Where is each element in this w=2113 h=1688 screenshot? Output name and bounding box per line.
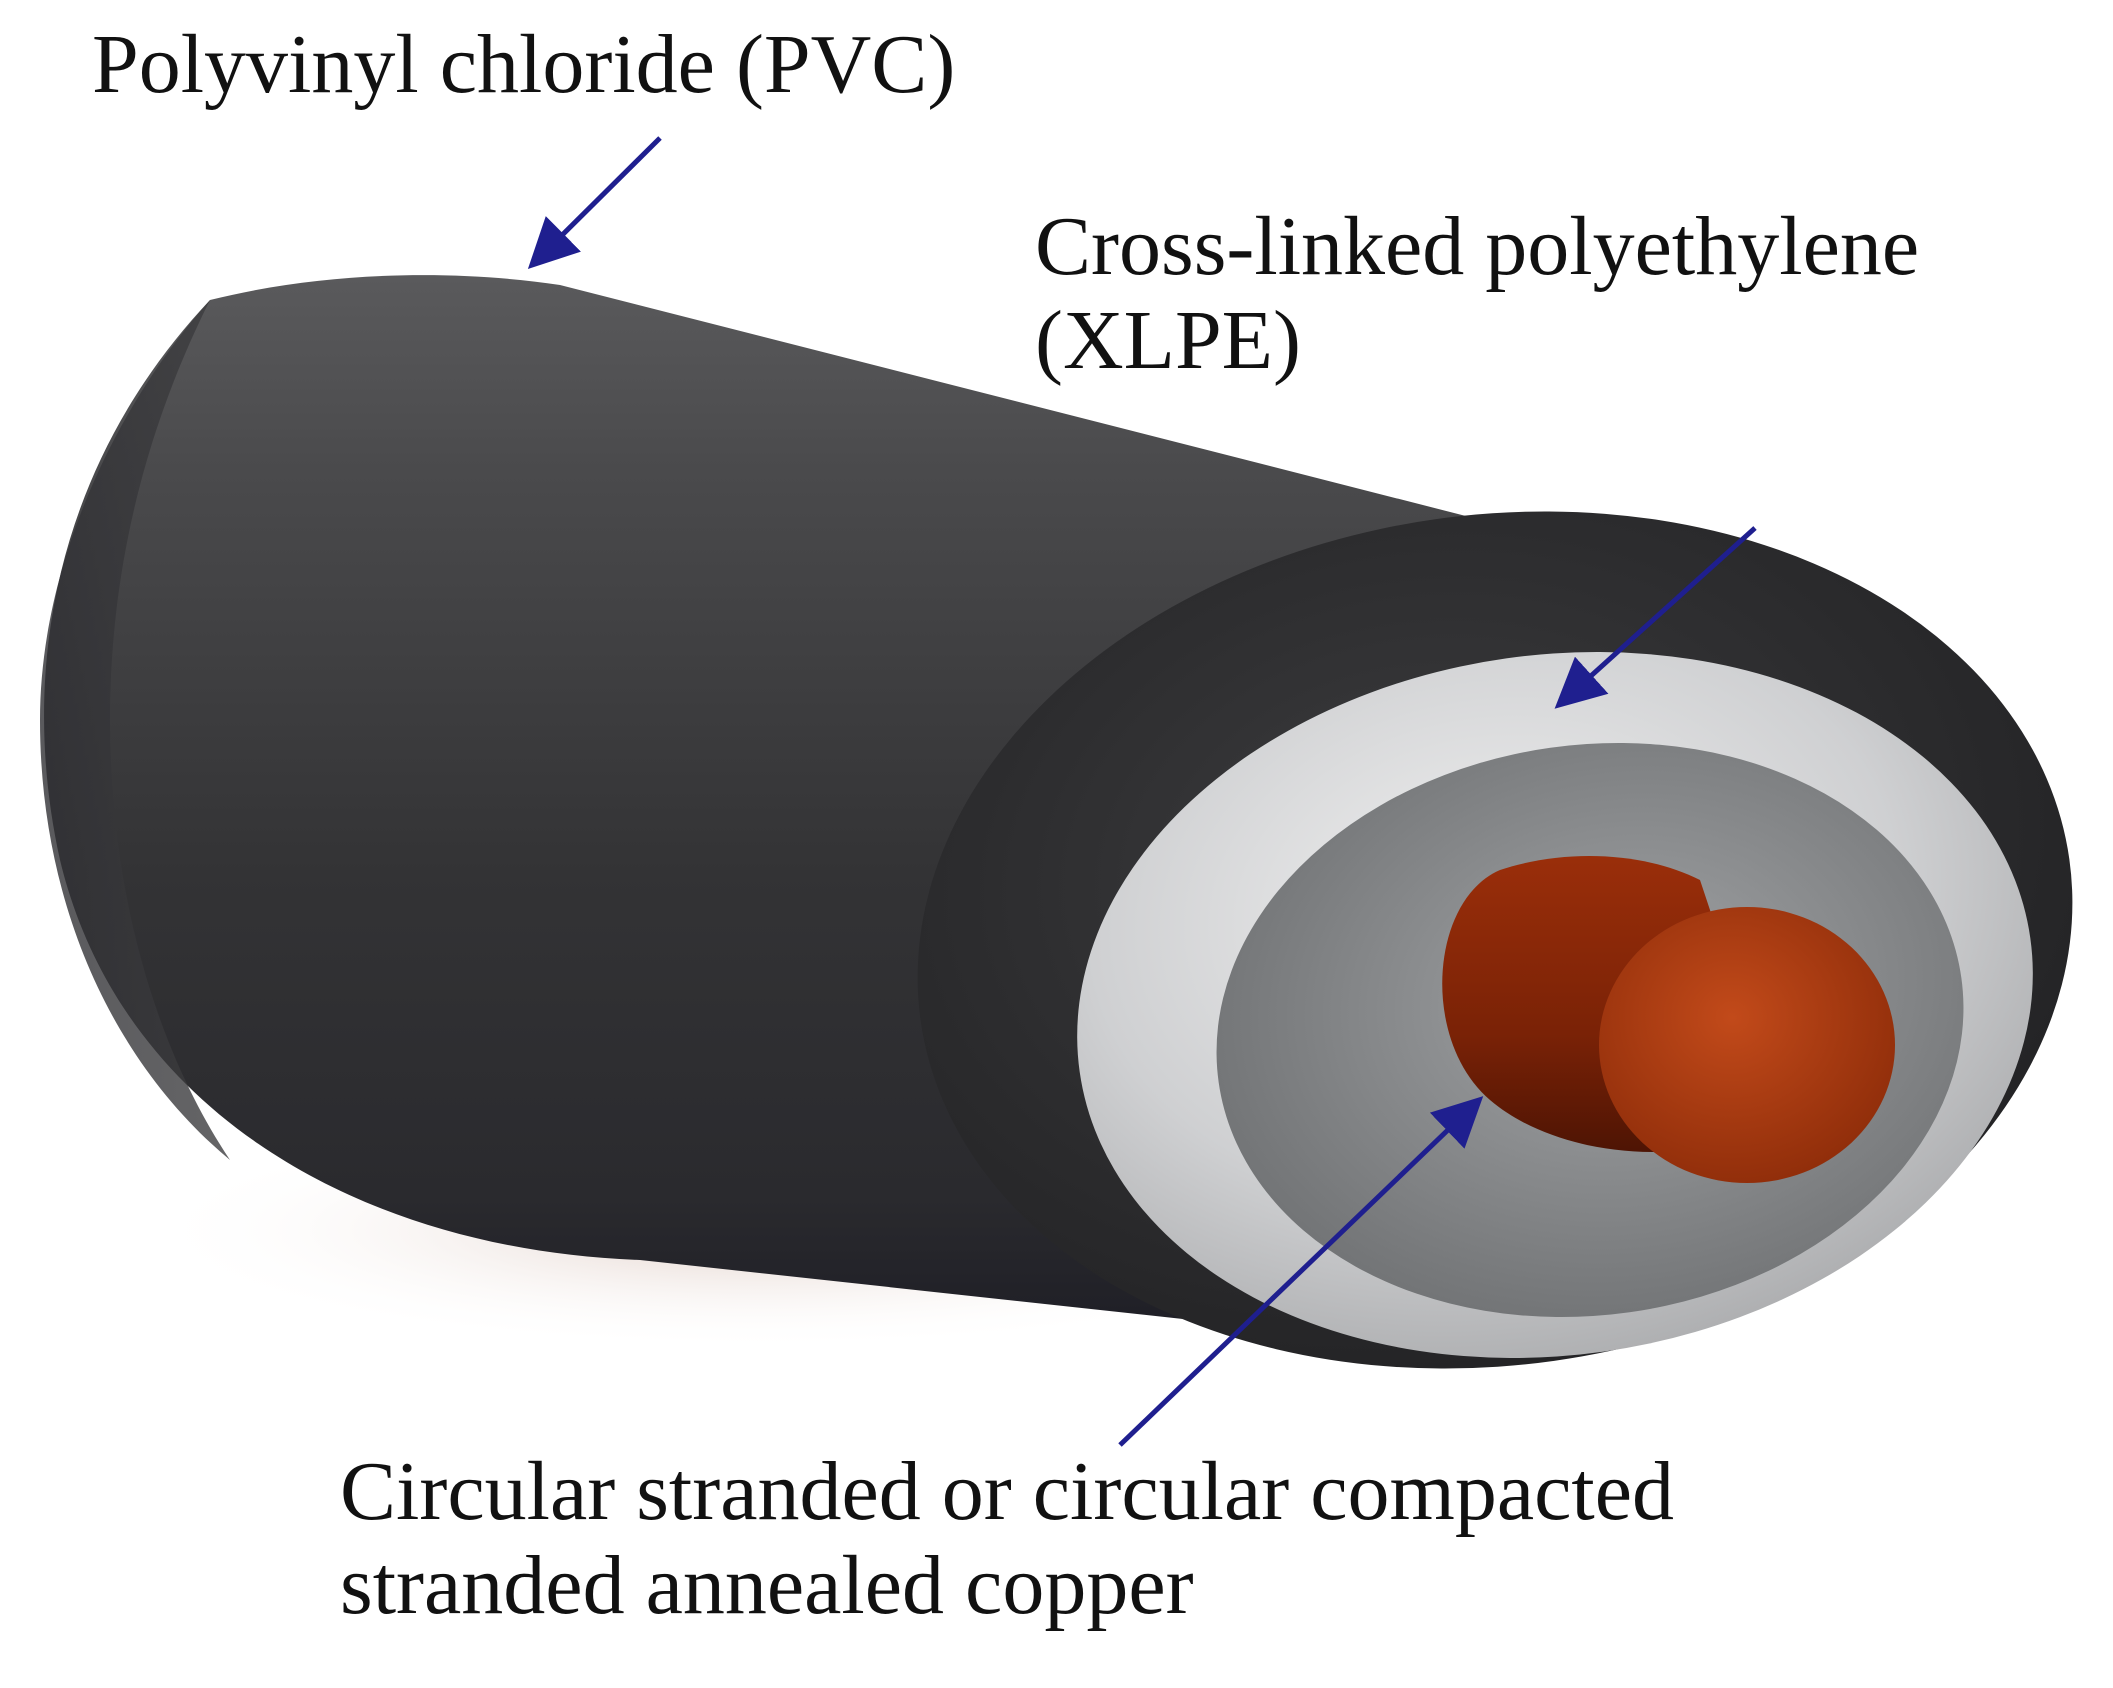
pvc-arrow	[527, 136, 662, 270]
xlpe-arrow	[1554, 526, 1757, 709]
pvc-label-text: Polyvinyl chloride (PVC)	[92, 18, 956, 111]
copper-conductor	[1442, 856, 1895, 1183]
copper-label: Circular stranded or circular compacted …	[340, 1445, 1674, 1633]
xlpe-label-line-2: (XLPE)	[1035, 294, 1301, 388]
copper-arrow	[1118, 1096, 1484, 1447]
copper-label-line-2: stranded annealed copper	[340, 1539, 1194, 1633]
xlpe-label: Cross-linked polyethylene (XLPE)	[1035, 200, 1919, 388]
copper-label-line-1: Circular stranded or circular compacted	[340, 1445, 1675, 1538]
copper-end-face	[1599, 907, 1895, 1183]
pvc-label: Polyvinyl chloride (PVC)	[92, 18, 955, 112]
xlpe-label-line-1: Cross-linked polyethylene	[1035, 200, 1920, 293]
